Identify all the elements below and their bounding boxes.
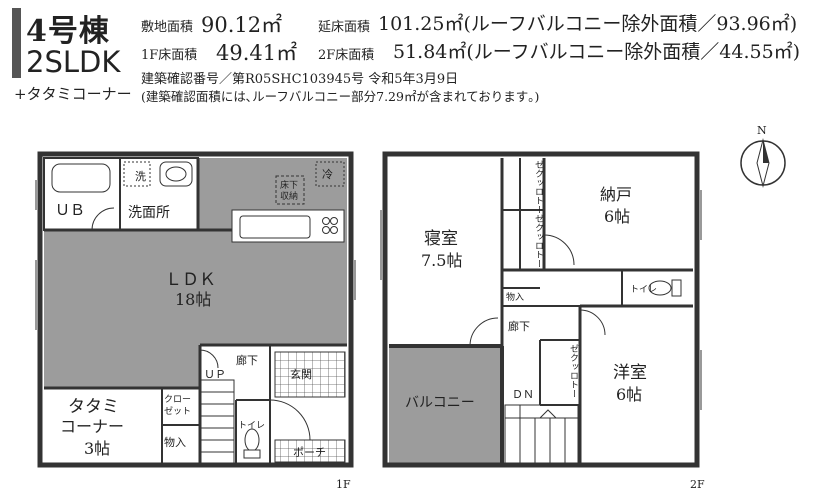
balcony-label: バルコニー: [405, 395, 475, 411]
bedroom-size: 7.5帖: [421, 251, 462, 270]
floor1-plan: [35, 151, 356, 468]
ldk-label: ＬＤＫ: [165, 270, 216, 290]
underfloor-label-1: 床下: [280, 179, 298, 191]
storage-1f-label: 物入: [164, 435, 186, 449]
floor1-area-value: 49.41㎡: [216, 41, 298, 65]
floor1-caption: 1F: [336, 478, 351, 491]
porch-label: ポーチ: [293, 446, 326, 459]
tatami-label-1: タタミ: [68, 397, 119, 417]
floor2-plan: [380, 151, 702, 468]
wash-machine-label: 洗: [135, 170, 146, 183]
floor2-caption: 2F: [690, 478, 705, 491]
wic-label-1: ゼクッロトー: [533, 160, 543, 214]
western-room-label: 洋室: [613, 363, 647, 383]
wic-label-2: ゼクッロトー: [533, 214, 543, 268]
washroom-label: 洗面所: [128, 205, 170, 221]
corridor-2f-label: 廊下: [508, 319, 530, 333]
permit-number: 建築確認番号／第R05SHC103945号 令和5年3月9日: [141, 72, 459, 87]
toilet-1f-label: トイレ: [238, 421, 265, 431]
western-room-size: 6帖: [616, 385, 642, 404]
entrance-label: 玄関: [290, 367, 312, 381]
tatami-label-2: コーナー: [60, 417, 124, 436]
up-label: ＵＰ: [204, 368, 226, 381]
site-area-label: 敷地面積: [141, 20, 194, 35]
tatami-size: 3帖: [84, 439, 110, 458]
accent-bar: [12, 8, 21, 78]
toilet-2f-label: トイレ: [630, 285, 657, 295]
storeroom-size: 6帖: [604, 207, 630, 226]
total-floor-value: 101.25㎡(ルーフバルコニー除外面積／93.96㎡): [378, 13, 798, 35]
building-number: 4号棟: [26, 14, 110, 49]
site-area-value: 90.12㎡: [201, 13, 283, 37]
corridor-1f-label: 廊下: [236, 353, 258, 367]
floor2-area-label: 2F床面積: [318, 48, 375, 63]
total-floor-label: 延床面積: [318, 20, 371, 35]
closet-label-2: ゼット: [164, 405, 191, 417]
fridge-label: 冷: [322, 168, 333, 181]
storeroom-label: 納戸: [600, 185, 632, 204]
unit-bath-label: ＵＢ: [55, 201, 85, 219]
closet-label-1: クロー: [164, 394, 191, 405]
floor1-area-label: 1F床面積: [141, 48, 198, 63]
plan-addition: +タタミコーナー: [14, 85, 132, 103]
storage-2f-label: 物入: [506, 291, 524, 303]
ldk-size: 18帖: [175, 290, 211, 309]
plan-type: 2SLDK: [26, 45, 121, 79]
underfloor-label-2: 収納: [280, 190, 298, 202]
compass: [740, 138, 786, 188]
wic-label-3: ゼクッロトー: [568, 344, 578, 398]
bedroom-label: 寝室: [424, 228, 458, 249]
compass-north-label: N: [757, 124, 767, 137]
floor2-area-value: 51.84㎡(ルーフバルコニー除外面積／44.55㎡): [393, 41, 801, 63]
down-label: ＤＮ: [512, 388, 534, 401]
permit-note: (建築確認面積には､ルーフバルコニー部分7.29㎡が含まれております｡): [141, 89, 540, 104]
